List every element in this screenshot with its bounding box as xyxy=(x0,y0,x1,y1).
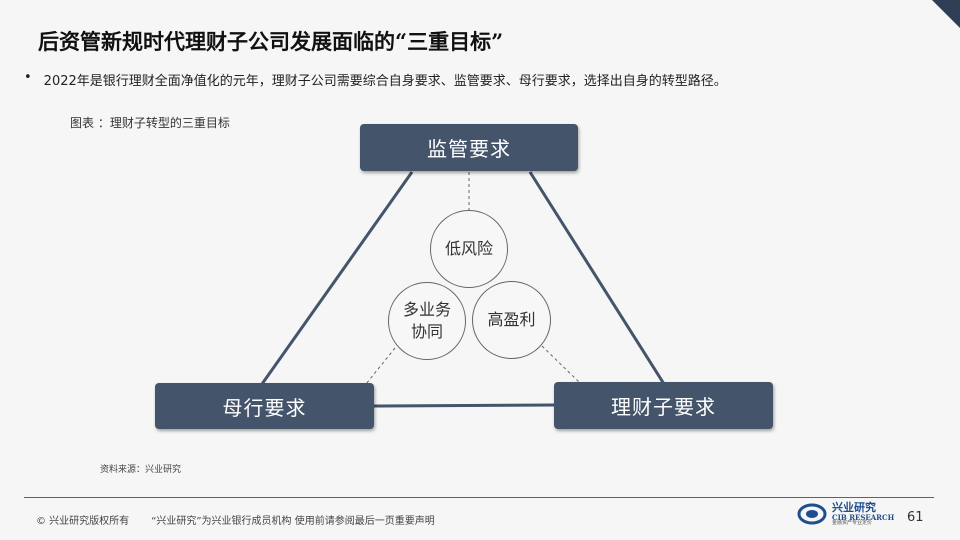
circle-multi-business-synergy: 多业务 协同 xyxy=(388,282,466,360)
footer-text: © 兴业研究版权所有 “兴业研究”为兴业银行成员机构 使用前请参阅最后一页重要声… xyxy=(36,512,435,527)
box-wealth-subsidiary-requirements: 理财子要求 xyxy=(554,382,773,429)
dashed-link-left xyxy=(365,347,396,385)
page-title: 后资管新规时代理财子公司发展面临的“三重目标” xyxy=(38,29,504,54)
cib-research-logo: 兴业研究 CIB RESEARCH 金融资产专业定价 xyxy=(797,502,894,526)
triangle-edge-right xyxy=(528,171,666,385)
circle-high-profit: 高盈利 xyxy=(472,281,551,359)
copyright-text: © 兴业研究版权所有 xyxy=(36,516,130,527)
logo-english-name: CIB RESEARCH xyxy=(832,512,895,522)
triangle-edge-left xyxy=(260,171,414,385)
footer-divider xyxy=(24,497,934,498)
disclaimer-text: “兴业研究”为兴业银行成员机构 使用前请参阅最后一页重要声明 xyxy=(151,516,435,527)
dashed-link-right xyxy=(541,345,581,384)
logo-chinese-name: 兴业研究 xyxy=(832,501,876,514)
logo-tagline: 金融资产专业定价 xyxy=(832,519,873,526)
circle-left-line2: 协同 xyxy=(410,322,443,341)
figure-caption: 图表 ：理财子转型的三重目标 xyxy=(70,116,230,130)
corner-accent xyxy=(932,0,960,28)
cib-logo-icon xyxy=(797,503,827,525)
source-note: 资料来源：兴业研究 xyxy=(100,465,182,475)
triangle-edge-bottom xyxy=(373,403,555,408)
circle-low-risk: 低风险 xyxy=(430,210,508,288)
box-parent-bank-requirements: 母行要求 xyxy=(155,383,374,429)
bullet-text: 2022年是银行理财全面净值化的元年，理财子公司需要综合自身要求、监管要求、母行… xyxy=(43,74,727,89)
bullet-point: • 2022年是银行理财全面净值化的元年，理财子公司需要综合自身要求、监管要求、… xyxy=(24,70,727,89)
bullet-icon: • xyxy=(24,70,32,85)
box-regulatory-requirements: 监管要求 xyxy=(360,124,578,171)
page-number: 61 xyxy=(907,510,924,525)
circle-left-line1: 多业务 xyxy=(402,300,451,320)
